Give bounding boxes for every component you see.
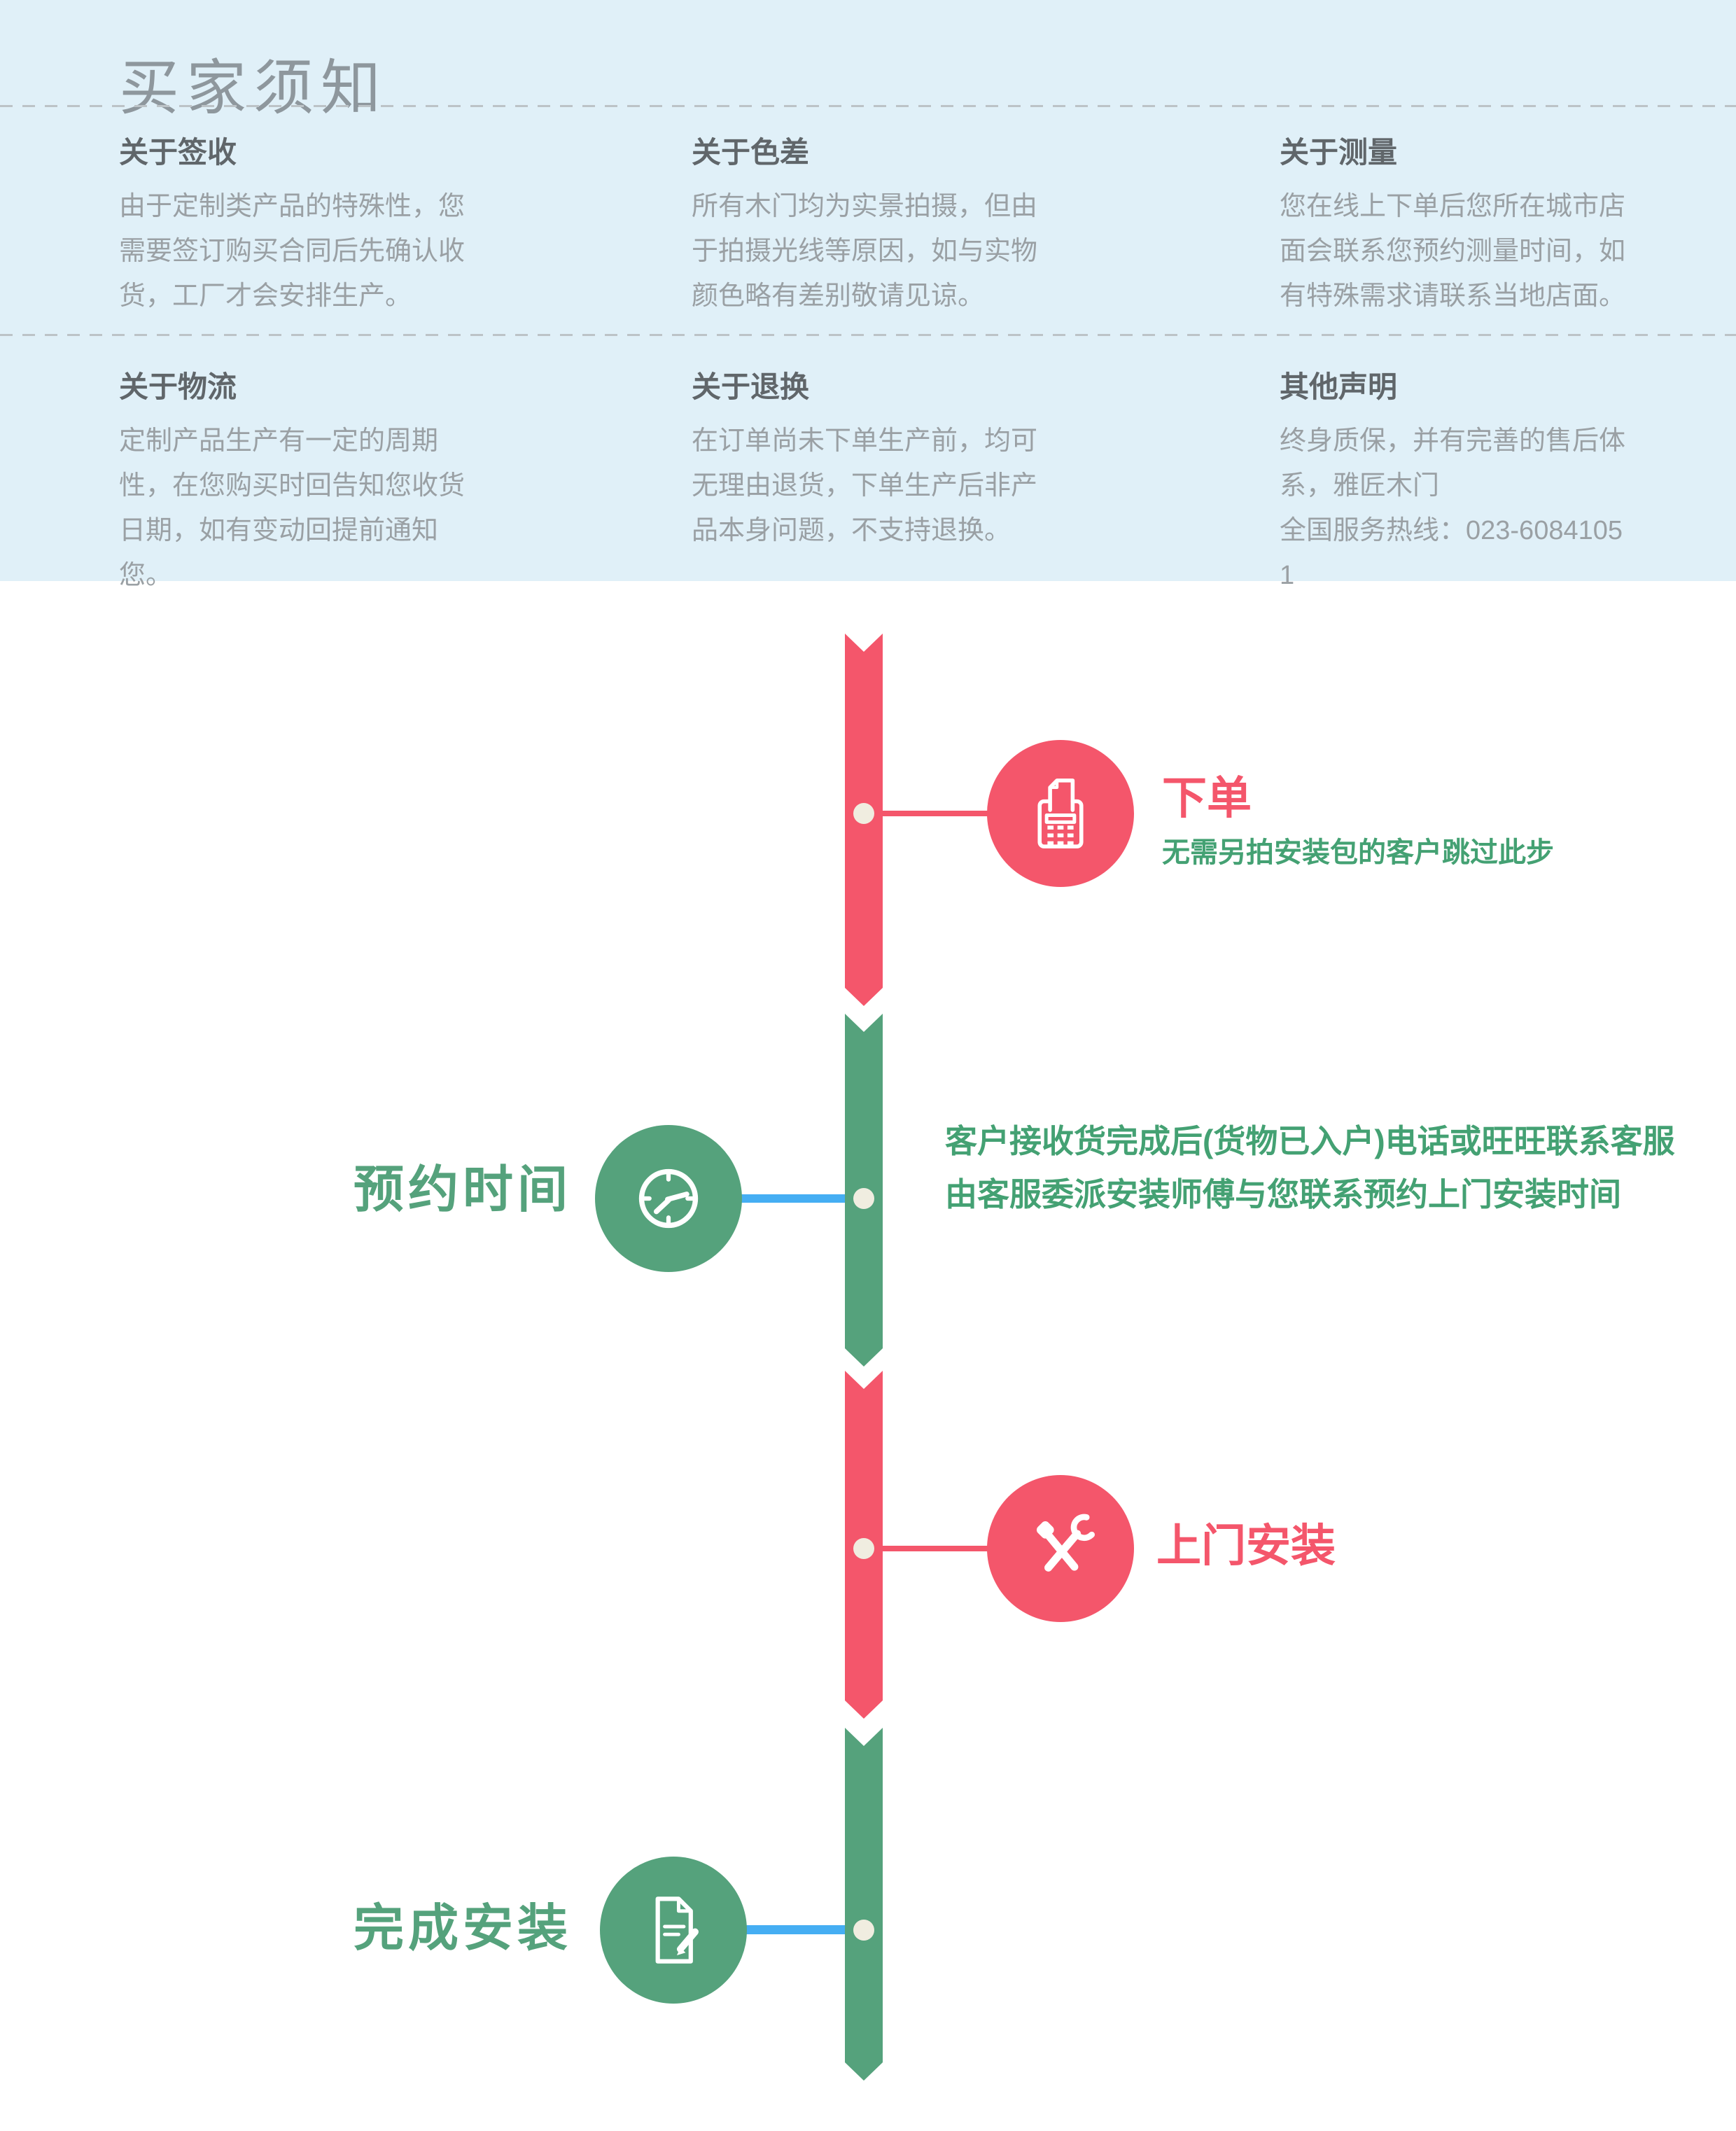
notice-body: 由于定制类产品的特殊性，您需要签订购买合同后先确认收货，工厂才会安排生产。 <box>119 192 465 311</box>
notice-item-returns: 关于退换 在订单尚未下单生产前，均可无理由退货，下单生产后非产品本身问题，不支持… <box>692 368 1049 553</box>
notice-item-color-difference: 关于色差 所有木门均为实景拍摄，但由于拍摄光线等原因，如与实物颜色略有差别敬请见… <box>692 134 1049 319</box>
notice-body: 定制产品生产有一定的周期性，在您购买时回告知您收货日期，如有变动回提前通知您。 <box>119 426 465 590</box>
notice-title: 买家须知 <box>119 54 388 122</box>
notice-item-logistics: 关于物流 定制产品生产有一定的周期性，在您购买时回告知您收货日期，如有变动回提前… <box>119 368 476 598</box>
service-hotline: 全国服务热线：023-60841051 <box>1280 516 1623 590</box>
notice-body: 在订单尚未下单生产前，均可无理由退货，下单生产后非产品本身问题，不支持退换。 <box>692 426 1038 545</box>
step-title-complete: 完成安装 <box>354 1901 573 1957</box>
notice-body: 您在线上下单后您所在城市店面会联系您预约测量时间，如有特殊需求请联系当地店面。 <box>1280 192 1626 311</box>
notice-heading: 关于色差 <box>692 136 810 169</box>
clock-icon <box>625 1155 712 1242</box>
notice-heading: 关于退换 <box>692 370 810 403</box>
step-title-order: 下单 <box>1162 773 1252 823</box>
notice-heading: 其他声明 <box>1280 370 1398 403</box>
dashed-divider-top <box>0 105 1736 107</box>
step-desc-appointment: 客户接收货完成后(货物已入户)电话或旺旺联系客服 由客服委派安装师傅与您联系预约… <box>945 1115 1675 1221</box>
step-circle-order <box>987 740 1134 887</box>
timeline-dot-3 <box>853 1538 874 1559</box>
step-title-appointment: 预约时间 <box>354 1162 573 1218</box>
notice-item-measurement: 关于测量 您在线上下单后您所在城市店面会联系您预约测量时间，如有特殊需求请联系当… <box>1280 134 1637 319</box>
step-subtitle-order: 无需另拍安装包的客户跳过此步 <box>1162 837 1554 868</box>
connector-step-3 <box>864 1546 1060 1551</box>
timeline-dot-1 <box>853 803 874 824</box>
notice-item-signing: 关于签收 由于定制类产品的特殊性，您需要签订购买合同后先确认收货，工厂才会安排生… <box>119 134 476 319</box>
crossed-tools-icon <box>1017 1505 1104 1592</box>
notice-item-other-statement: 其他声明 终身质保，并有完善的售后体系，雅匠木门 全国服务热线：023-6084… <box>1280 368 1637 598</box>
timeline-dot-4 <box>853 1920 874 1941</box>
notice-heading: 关于测量 <box>1280 136 1398 169</box>
document-edit-icon <box>630 1887 717 1973</box>
notice-heading: 关于签收 <box>119 136 237 169</box>
notice-body: 所有木门均为实景拍摄，但由于拍摄光线等原因，如与实物颜色略有差别敬请见谅。 <box>692 192 1038 311</box>
connector-step-1 <box>864 811 1060 816</box>
step-circle-appointment <box>595 1125 742 1272</box>
timeline-dot-2 <box>853 1188 874 1209</box>
timeline-segment-4 <box>845 1728 883 2081</box>
buyer-notice-panel: 买家须知 关于签收 由于定制类产品的特殊性，您需要签订购买合同后先确认收货，工厂… <box>0 0 1736 590</box>
notice-heading: 关于物流 <box>119 370 237 403</box>
receipt-machine-icon <box>1017 770 1104 857</box>
step-desc-line-2: 由客服委派安装师傅与您联系预约上门安装时间 <box>945 1176 1621 1213</box>
step-circle-install <box>987 1475 1134 1622</box>
dashed-divider-middle <box>0 334 1736 336</box>
step-desc-line-1: 客户接收货完成后(货物已入户)电话或旺旺联系客服 <box>945 1123 1675 1159</box>
notice-body: 终身质保，并有完善的售后体系，雅匠木门 <box>1280 426 1626 501</box>
step-circle-complete <box>600 1857 747 2004</box>
step-title-install: 上门安装 <box>1156 1521 1336 1571</box>
